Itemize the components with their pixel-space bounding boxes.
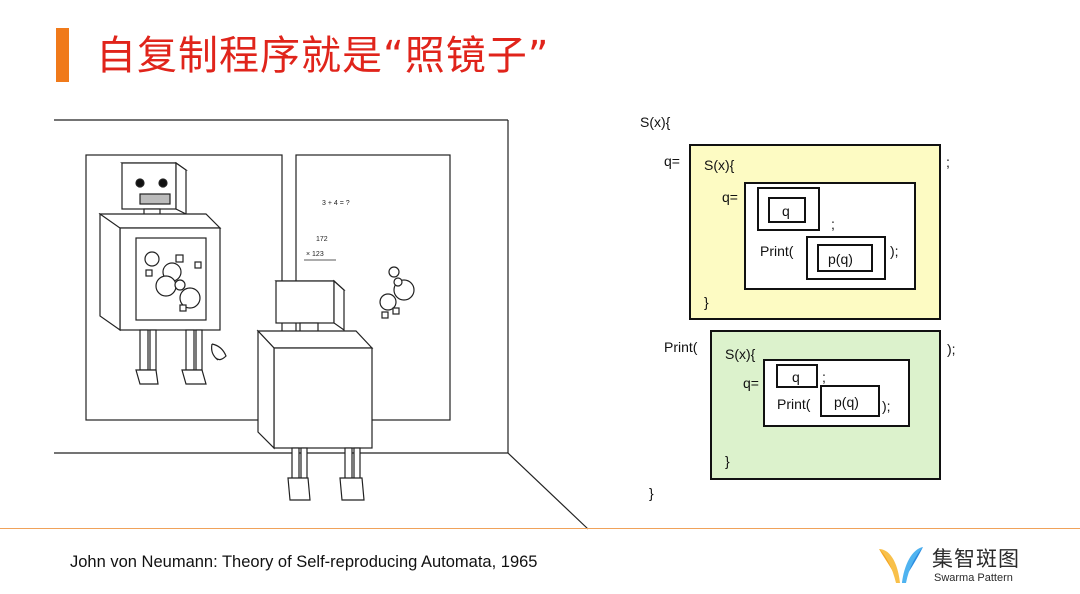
yellow-q-label: q (782, 203, 790, 219)
green-print-open: Print( (777, 396, 811, 412)
code-print-close: ); (947, 341, 956, 357)
robot-mirror-illustration: 3 + 4 = ? 172 × 123 (54, 119, 589, 530)
code-q-assign: q= (664, 153, 680, 169)
yellow-inner-semicolon: ; (831, 216, 835, 232)
green-close-brace: } (725, 453, 730, 469)
board-chest-sketch (379, 266, 415, 319)
pq-outer-frame (806, 236, 886, 280)
green-print-box (710, 330, 941, 480)
pq-inner-frame (817, 244, 873, 272)
brand-name-en: Swarma Pattern (934, 572, 1013, 584)
green-print-close: ); (882, 398, 891, 414)
yellow-q-assign: q= (722, 189, 738, 205)
green-pq-frame (820, 385, 880, 417)
yellow-s-open: S(x){ (704, 157, 735, 173)
green-q-label: q (792, 369, 800, 385)
green-s-open: S(x){ (725, 346, 756, 362)
board-mult-bottom: × 123 (306, 251, 324, 258)
yellow-inner-box (744, 182, 916, 290)
code-print-open: Print( (664, 339, 698, 355)
code-outer-close: } (649, 485, 654, 501)
yellow-close-brace: } (704, 294, 709, 310)
yellow-q-box (689, 144, 941, 320)
footer-divider (0, 528, 1080, 529)
green-inner-box (763, 359, 910, 427)
slide-title: 自复制程序就是“照镜子” (96, 33, 550, 79)
yellow-print-open: Print( (760, 243, 794, 259)
code-semicolon: ; (946, 154, 950, 170)
board-mult-top: 172 (316, 236, 328, 243)
yellow-pq-label: p(q) (828, 251, 853, 267)
front-robot (256, 279, 374, 501)
q-outer-frame (757, 187, 820, 231)
q-inner-frame (768, 197, 806, 223)
mirror-robot (98, 161, 227, 385)
green-q-frame (776, 364, 818, 388)
swarma-logo-icon (879, 547, 923, 583)
yellow-print-close: ); (890, 243, 899, 259)
board-equation: 3 + 4 = ? (322, 200, 350, 207)
citation: John von Neumann: Theory of Self-reprodu… (70, 553, 538, 571)
title-accent-bar (56, 28, 69, 82)
code-outer-open: S(x){ (640, 114, 671, 130)
green-q-assign: q= (743, 375, 759, 391)
brand-name-cn: 集智斑图 (932, 547, 1020, 571)
green-inner-semicolon: ; (822, 369, 826, 385)
green-pq-label: p(q) (834, 394, 859, 410)
